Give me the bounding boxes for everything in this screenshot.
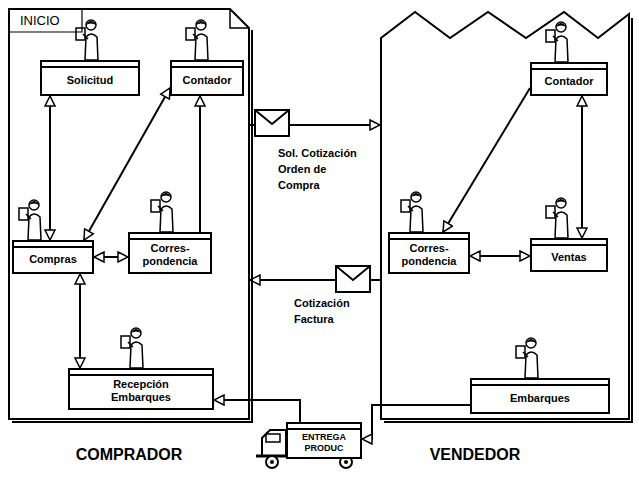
envelope-body	[336, 266, 370, 292]
edge-label: Sol. Cotización Orden de Compra	[276, 146, 362, 194]
envelope-flap	[336, 266, 370, 280]
envelope-icon	[336, 266, 370, 292]
node-label: Contador	[545, 75, 594, 88]
flow-arrow	[79, 274, 81, 368]
node-label: Corres- pondencia	[135, 242, 205, 267]
edge-label-holder: Cotización Factura	[292, 296, 364, 328]
node-label: Ventas	[551, 251, 586, 264]
edge-label-holder: Sol. Cotización Orden de Compra	[276, 146, 362, 194]
clerk-figure	[76, 20, 98, 60]
clerk-figure	[19, 200, 41, 240]
buyer-building: INICIOCOMPRADORSolicitudContadorComprasC…	[8, 8, 250, 420]
node-label: Embarques	[510, 392, 570, 405]
node-label: VENDEDOR	[430, 446, 521, 464]
edge-label: Cotización Factura	[292, 296, 364, 328]
node-label: Corres- pondencia	[394, 242, 464, 267]
label-holder: COMPRADOR	[8, 446, 250, 464]
flow-arrow	[84, 88, 170, 240]
node-label: COMPRADOR	[76, 446, 183, 464]
desk-box: Solicitud	[40, 60, 140, 96]
truck-cab	[262, 430, 286, 456]
label-holder: VENDEDOR	[400, 446, 550, 464]
desk-box: Corres- pondencia	[128, 232, 212, 274]
desk-box: Embarques	[470, 378, 610, 414]
clerk-figure	[151, 192, 173, 232]
desk-box: Contador	[530, 62, 608, 96]
node-label: ENTREGA PRODUC	[294, 432, 354, 453]
desk-box: Corres- pondencia	[388, 232, 470, 274]
desk-box: Compras	[12, 240, 94, 274]
flow-arrow	[581, 96, 583, 238]
clerk-figure	[401, 192, 423, 232]
truck-hub	[344, 460, 348, 464]
envelope-icon	[255, 110, 289, 136]
node-label: Contador	[183, 74, 232, 87]
envelope-flap	[255, 110, 289, 124]
flow-arrow	[470, 255, 530, 257]
clerk-figure	[546, 198, 568, 238]
truck-window	[266, 434, 280, 442]
clerk-figure	[546, 22, 568, 62]
flow-arrow	[199, 96, 201, 232]
envelope-body	[255, 110, 289, 136]
flow-arrow	[94, 256, 128, 258]
seller-building: VENDEDORContadorCorres- pondenciaVentasE…	[380, 8, 630, 420]
flow-arrow	[49, 96, 51, 240]
desk-box: Contador	[170, 60, 244, 96]
flow-arrow	[443, 88, 530, 232]
node-label: Compras	[29, 253, 77, 266]
truck-box: ENTREGA PRODUC	[286, 422, 362, 459]
truck-hub	[270, 460, 274, 464]
truck-wheel	[266, 456, 278, 468]
clerk-figure	[516, 338, 538, 378]
desk-box: Recepción Embarques	[68, 368, 214, 410]
node-label: Recepción Embarques	[101, 378, 181, 403]
desk-box: Ventas	[530, 238, 608, 272]
label-holder: INICIO	[20, 13, 80, 28]
node-label: Solicitud	[67, 74, 113, 87]
clerk-figure	[186, 20, 208, 60]
clerk-figure	[121, 328, 143, 368]
node-label: INICIO	[20, 13, 60, 28]
